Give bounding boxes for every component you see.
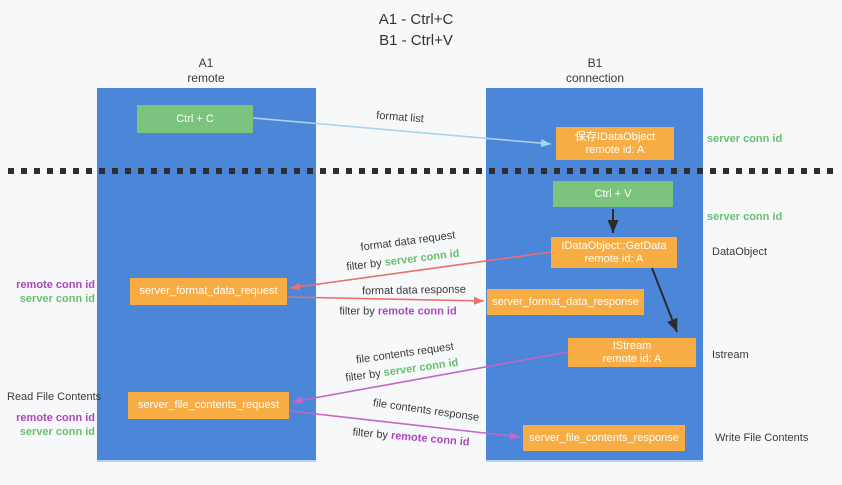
lifeline-b1-role: connection bbox=[565, 71, 625, 85]
diagram-title: A1 - Ctrl+C B1 - Ctrl+V bbox=[316, 9, 516, 51]
node-istream: IStream remote id: A bbox=[568, 338, 696, 367]
remote-conn-id-text: remote conn id bbox=[377, 305, 457, 318]
node-server-format-data-request: server_format_data_request bbox=[130, 278, 287, 305]
node-idataobject-getdata: IDataObject::GetData remote id: A bbox=[551, 237, 677, 268]
annotation-dataobject: DataObject bbox=[712, 246, 768, 258]
title-line-1: A1 - Ctrl+C bbox=[378, 11, 454, 28]
filter-by-text: filter by bbox=[344, 367, 385, 385]
node-file-request-label: server_file_contents_request bbox=[137, 399, 280, 411]
edge-label-format-data-response-filter: filter by remote conn id bbox=[339, 306, 456, 319]
filter-by-text: filter by bbox=[345, 256, 386, 274]
lifeline-header-a1: A1 remote bbox=[146, 56, 266, 86]
node-istream-line1: IStream bbox=[612, 339, 652, 352]
edge-label-format-data-response: format data response bbox=[361, 283, 467, 298]
lifeline-a1-name: A1 bbox=[198, 56, 214, 70]
remote-conn-id-text: remote conn id bbox=[390, 429, 471, 449]
annotation-server-conn-id-left-bottom: server conn id bbox=[19, 426, 95, 438]
node-file-response-label: server_file_contents_response bbox=[529, 431, 679, 444]
annotation-remote-conn-id-top: remote conn id bbox=[16, 279, 95, 291]
node-save-idataobject-line2: remote id: A bbox=[585, 143, 645, 156]
node-format-request-label: server_format_data_request bbox=[139, 285, 278, 297]
lifeline-b1-name: B1 bbox=[587, 56, 603, 70]
node-server-format-data-response: server_format_data_response bbox=[487, 289, 644, 315]
node-getdata-line1: IDataObject::GetData bbox=[561, 239, 667, 252]
node-server-file-contents-response: server_file_contents_response bbox=[523, 425, 685, 451]
annotation-server-conn-id-top: server conn id bbox=[707, 133, 783, 145]
node-ctrl-c: Ctrl + C bbox=[137, 105, 253, 133]
node-ctrl-c-label: Ctrl + C bbox=[176, 112, 214, 125]
filter-by-text: filter by bbox=[352, 426, 392, 442]
node-save-idataobject-line1: 保存IDataObject bbox=[574, 130, 656, 143]
title-line-2: B1 - Ctrl+V bbox=[379, 32, 453, 49]
edge-label-file-contents-response-filter: filter by remote conn id bbox=[352, 426, 470, 449]
annotation-remote-conn-id-bottom: remote conn id bbox=[16, 412, 95, 424]
node-getdata-line2: remote id: A bbox=[584, 252, 644, 265]
annotation-server-conn-id-left-top: server conn id bbox=[19, 293, 95, 305]
annotation-left-conn-ids-bottom: remote conn id server conn id bbox=[9, 411, 95, 439]
filter-by-text: filter by bbox=[339, 305, 378, 318]
annotation-write-file-contents: Write File Contents bbox=[715, 432, 809, 444]
lifeline-a1-role: remote bbox=[187, 71, 225, 85]
node-ctrl-v: Ctrl + V bbox=[553, 181, 673, 207]
dotted-divider bbox=[8, 168, 835, 174]
edge-label-file-contents-response: file contents response bbox=[372, 397, 480, 424]
annotation-left-conn-ids-top: remote conn id server conn id bbox=[9, 278, 95, 306]
lifeline-header-b1: B1 connection bbox=[535, 56, 655, 86]
node-istream-line2: remote id: A bbox=[602, 352, 662, 365]
node-format-response-label: server_format_data_response bbox=[492, 295, 639, 308]
annotation-istream: Istream bbox=[712, 349, 749, 361]
edge-label-format-list: format list bbox=[375, 109, 425, 126]
server-conn-id-text: server conn id bbox=[384, 247, 461, 269]
node-ctrl-v-label: Ctrl + V bbox=[594, 187, 632, 200]
node-server-file-contents-request: server_file_contents_request bbox=[128, 392, 289, 419]
node-save-idataobject: 保存IDataObject remote id: A bbox=[556, 127, 674, 160]
annotation-read-file-contents: Read File Contents bbox=[7, 391, 102, 403]
annotation-server-conn-id-mid: server conn id bbox=[707, 211, 783, 223]
